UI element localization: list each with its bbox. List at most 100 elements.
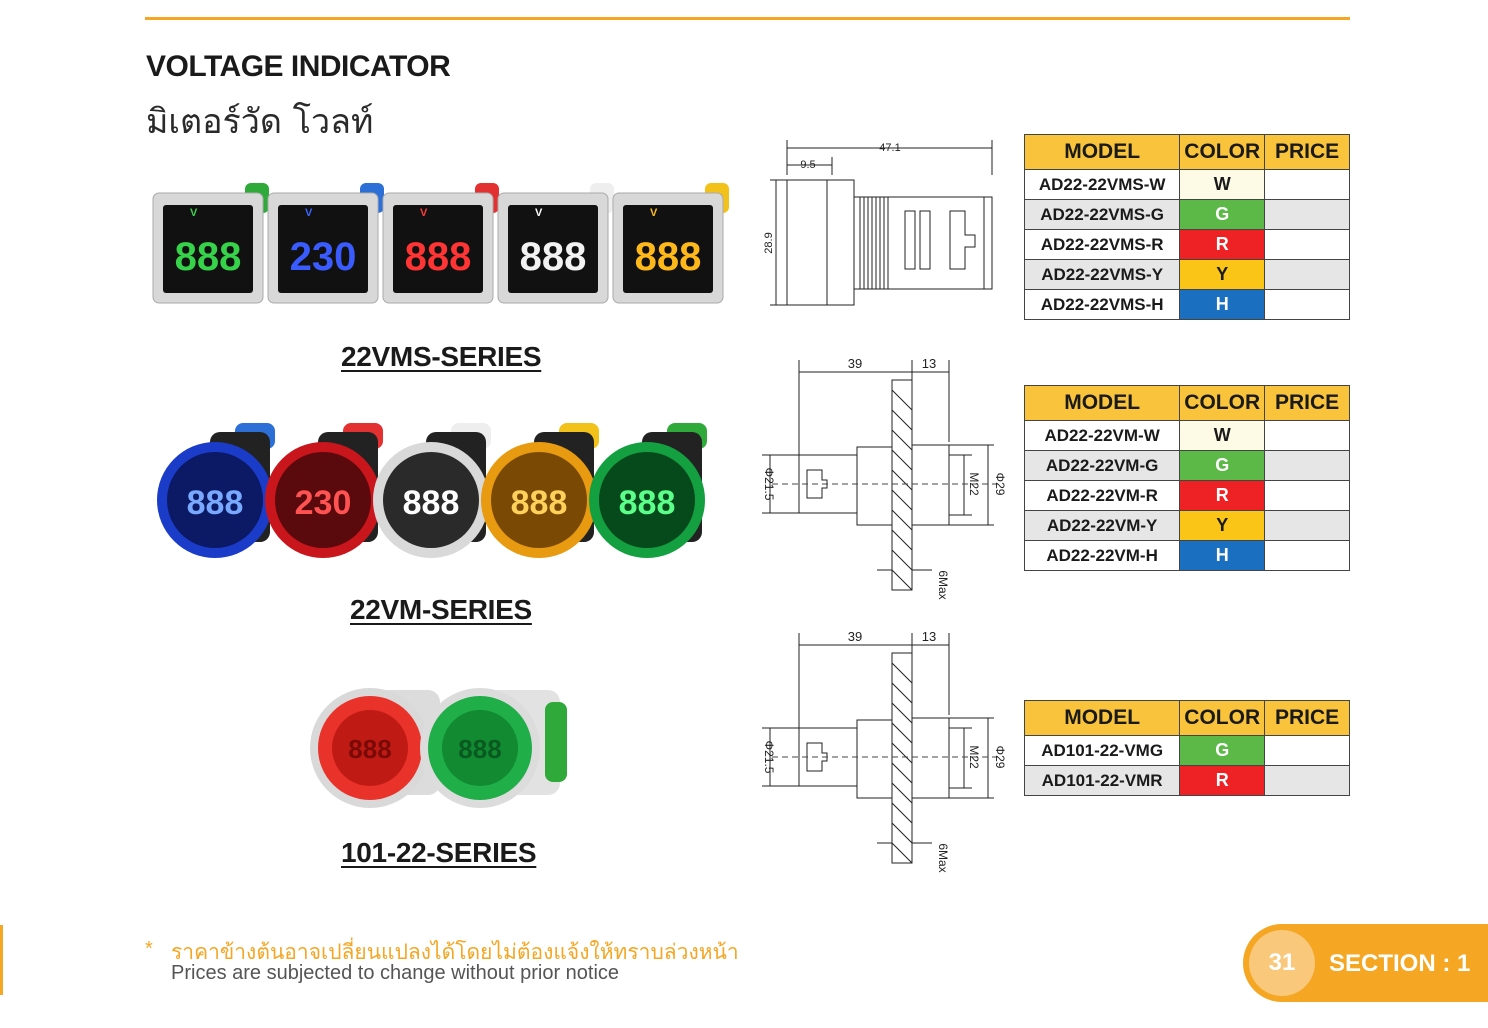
series-label-22vm: 22VM-SERIES: [350, 594, 532, 625]
header-model: MODEL: [1023, 385, 1181, 421]
dim-thread: M22: [967, 745, 981, 769]
display-text: 888: [619, 484, 676, 522]
model-cell: AD22-22VMS-H: [1023, 289, 1181, 320]
section-label: SECTION : 1: [1329, 950, 1471, 977]
model-cell: AD22-22VMS-R: [1023, 229, 1181, 260]
model-cell: AD22-22VMS-Y: [1023, 259, 1181, 290]
price-cell: [1264, 450, 1350, 481]
model-cell: AD22-22VMS-W: [1023, 169, 1181, 200]
display-text: 888: [511, 484, 568, 522]
table-header-row: MODEL COLOR PRICE: [1023, 134, 1350, 170]
color-cell: R: [1179, 765, 1266, 796]
dim-body: 39: [848, 629, 862, 644]
color-cell: Y: [1179, 259, 1266, 290]
price-cell: [1264, 229, 1350, 260]
color-cell: G: [1179, 735, 1266, 766]
product-photo-22vm: 888 230 888 888 888: [157, 423, 707, 558]
display-text: 888: [520, 235, 587, 279]
dim-dia-large: Φ29: [993, 473, 1007, 496]
color-cell: H: [1179, 540, 1266, 571]
header-price: PRICE: [1264, 385, 1350, 421]
svg-text:V: V: [650, 207, 658, 219]
dim-dia-small: Φ21.5: [762, 741, 776, 774]
model-cell: AD22-22VM-H: [1023, 540, 1181, 571]
dimension-drawing-22vms: 47.1 9.5 28.9: [763, 140, 993, 306]
dim-body: 39: [848, 356, 862, 371]
model-table-101-22: MODEL COLOR PRICE AD101-22-VMG G AD101-2…: [1023, 700, 1350, 796]
dim-height: 28.9: [763, 232, 775, 253]
top-rule: [145, 17, 1350, 20]
header-color: COLOR: [1179, 385, 1266, 421]
header-model: MODEL: [1023, 700, 1181, 736]
table-row: AD22-22VM-Y Y: [1023, 510, 1350, 541]
price-note-english: Prices are subjected to change without p…: [171, 962, 620, 984]
table-row: AD22-22VMS-W W: [1023, 169, 1350, 200]
model-cell: AD22-22VMS-G: [1023, 199, 1181, 230]
dim-panel: 6Max: [936, 843, 950, 872]
header-price: PRICE: [1264, 134, 1350, 170]
dim-length: 47.1: [879, 142, 900, 154]
svg-text:V: V: [535, 207, 543, 219]
display-text: 888: [403, 484, 460, 522]
table-row: AD101-22-VMG G: [1023, 735, 1350, 766]
display-text: 888: [635, 235, 702, 279]
header-color: COLOR: [1179, 700, 1266, 736]
dimension-drawing-101-22: 39 13 Φ21.5 M22 Φ29 6Max: [762, 629, 1007, 873]
page-number: 31: [1249, 930, 1315, 996]
color-cell: G: [1179, 199, 1266, 230]
model-cell: AD22-22VM-W: [1023, 420, 1181, 451]
left-edge-mark: [0, 925, 3, 995]
header-color: COLOR: [1179, 134, 1266, 170]
table-row: AD22-22VMS-H H: [1023, 289, 1350, 320]
svg-text:V: V: [190, 207, 198, 219]
table-row: AD22-22VMS-Y Y: [1023, 259, 1350, 290]
note-asterisk: *: [145, 938, 153, 960]
dim-front: 13: [922, 356, 936, 371]
table-header-row: MODEL COLOR PRICE: [1023, 700, 1350, 736]
svg-text:V: V: [420, 207, 428, 219]
page-title: VOLTAGE INDICATOR: [146, 50, 451, 83]
table-row: AD22-22VMS-R R: [1023, 229, 1350, 260]
header-price: PRICE: [1264, 700, 1350, 736]
price-cell: [1264, 510, 1350, 541]
color-cell: R: [1179, 229, 1266, 260]
color-cell: Y: [1179, 510, 1266, 541]
product-photo-101-22: 888 888: [310, 688, 567, 808]
display-text: 888: [175, 235, 242, 279]
dim-dia-small: Φ21.5: [762, 468, 776, 501]
svg-text:V: V: [305, 207, 313, 219]
price-cell: [1264, 259, 1350, 290]
model-table-22vm: MODEL COLOR PRICE AD22-22VM-W W AD22-22V…: [1023, 385, 1350, 571]
series-label-22vms: 22VMS-SERIES: [341, 341, 542, 372]
product-photo-22vms: V 888 V 230 V 888 V 888 V 888: [152, 183, 729, 304]
price-cell: [1264, 765, 1350, 796]
display-text: 230: [290, 235, 357, 279]
table-row: AD22-22VMS-G G: [1023, 199, 1350, 230]
price-cell: [1264, 540, 1350, 571]
page-subtitle: มิเตอร์วัด โวลท์: [146, 102, 374, 142]
price-note-thai: ราคาข้างต้นอาจเปลี่ยนแปลงได้โดยไม่ต้องแจ…: [171, 940, 739, 964]
series-label-101-22: 101-22-SERIES: [341, 837, 537, 868]
dim-front: 9.5: [800, 159, 815, 171]
display-text: 888: [405, 235, 472, 279]
dim-panel: 6Max: [936, 570, 950, 599]
dim-thread: M22: [967, 472, 981, 496]
display-text: 230: [295, 484, 352, 522]
color-cell: W: [1179, 420, 1266, 451]
color-cell: R: [1179, 480, 1266, 511]
color-cell: H: [1179, 289, 1266, 320]
price-cell: [1264, 169, 1350, 200]
dimension-drawing-22vm: 39 13 Φ21.5 M22 Φ29 6Max: [762, 356, 1007, 600]
price-cell: [1264, 735, 1350, 766]
table-row: AD22-22VM-H H: [1023, 540, 1350, 571]
display-text: 888: [348, 734, 391, 764]
display-text: 888: [458, 734, 501, 764]
model-cell: AD22-22VM-Y: [1023, 510, 1181, 541]
price-cell: [1264, 199, 1350, 230]
price-cell: [1264, 420, 1350, 451]
model-cell: AD101-22-VMR: [1023, 765, 1181, 796]
color-cell: W: [1179, 169, 1266, 200]
price-cell: [1264, 480, 1350, 511]
price-cell: [1264, 289, 1350, 320]
table-row: AD22-22VM-W W: [1023, 420, 1350, 451]
